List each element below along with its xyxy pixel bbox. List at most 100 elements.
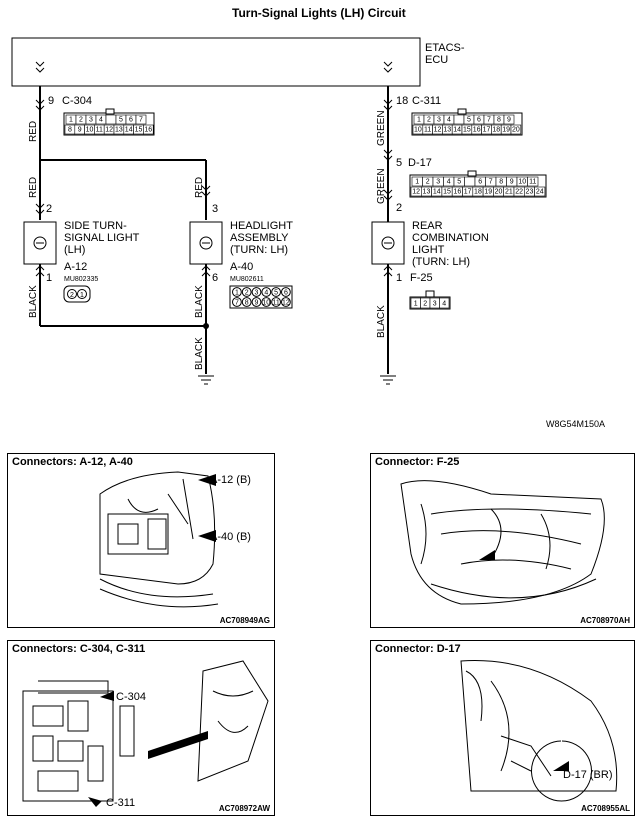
- c311-label: C-311: [412, 95, 441, 107]
- side-light-pin-top: 2: [46, 203, 52, 215]
- svg-text:1: 1: [80, 292, 84, 299]
- wire-color-black-3: BLACK: [194, 337, 205, 370]
- d17-pin-out: 2: [396, 202, 402, 214]
- panel-code: AC708949AG: [219, 616, 270, 625]
- d17-pin-number: 24: [536, 189, 544, 196]
- d17-pin-number: 9: [510, 179, 514, 186]
- c304-pin-number: 2: [79, 117, 83, 124]
- rear-light-name-1: REAR: [412, 220, 443, 232]
- c304-pin-number: 8: [68, 127, 72, 134]
- a40-pin-number: 6: [284, 290, 288, 297]
- wire-color-green-2: GREEN: [376, 168, 387, 204]
- a40-top-chevron: [201, 185, 211, 197]
- a40-bottom-chevron: [201, 265, 211, 277]
- ground-symbol-left: [198, 375, 214, 385]
- a40-pin-number: 8: [245, 300, 249, 307]
- headlight-pin-bottom: 6: [212, 272, 218, 284]
- d17-pin-number: 16: [453, 189, 461, 196]
- c304-pin-number: 14: [125, 127, 133, 134]
- d17-pin-number: 22: [515, 189, 523, 196]
- c304-pin-number: 7: [139, 117, 143, 124]
- a40-cavity: [281, 297, 291, 307]
- c311-cavity: [510, 124, 522, 135]
- f25-pin-number: 4: [442, 301, 446, 308]
- side-light-name-1: SIDE TURN-: [64, 220, 127, 232]
- c304-pin-number: 5: [119, 117, 123, 124]
- ecu-pin-mark-left: [35, 61, 45, 73]
- a40-cavity: [271, 297, 282, 307]
- panel-code: AC708955AL: [581, 804, 630, 813]
- c311-pin-number: 13: [443, 127, 451, 134]
- c311-chevron: [383, 99, 393, 111]
- wire-color-red-1: RED: [28, 121, 39, 142]
- c311-pin-number: 10: [414, 127, 422, 134]
- headlight-name-1: HEADLIGHT: [230, 220, 293, 232]
- callout-c311: C-311: [106, 797, 136, 809]
- a40-pin-number: 2: [245, 290, 249, 297]
- wire-color-red-2: RED: [28, 177, 39, 198]
- side-light-part: MU802335: [64, 276, 98, 283]
- c304-pin-number: 3: [89, 117, 93, 124]
- c304-pin-number: 16: [144, 127, 152, 134]
- ecu-pin-mark-right: [383, 61, 393, 73]
- c304-pin-number: 15: [135, 127, 143, 134]
- d17-pin-number: 14: [433, 189, 441, 196]
- d17-cavity: [534, 186, 546, 197]
- c311-pin-number: 19: [502, 127, 510, 134]
- rear-light-name-2: COMBINATION: [412, 232, 489, 244]
- diagram-title: Turn-Signal Lights (LH) Circuit: [232, 6, 406, 20]
- d17-cavity: [464, 176, 476, 187]
- side-light-name-2: SIGNAL LIGHT: [64, 232, 140, 244]
- rear-light-name-3: LIGHT: [412, 244, 445, 256]
- headlight-part: MU802611: [230, 276, 264, 283]
- trunk-illustration: [400, 480, 605, 605]
- c304-cavity: [135, 114, 147, 125]
- a40-pin-number: 1: [235, 290, 239, 297]
- c311-pin-number: 7: [487, 117, 491, 124]
- d17-pin-number: 6: [478, 179, 482, 186]
- d17-pin-number: 12: [412, 189, 420, 196]
- junction-block-illustration: [22, 660, 269, 807]
- headlight-connector: A-40: [230, 261, 253, 273]
- ground-symbol-right: [380, 375, 396, 385]
- a40-pin-number: 11: [272, 300, 279, 307]
- c311-cavity: [453, 114, 465, 125]
- c304-pin-number: 6: [129, 117, 133, 124]
- a40-cavity: [232, 287, 242, 297]
- c311-pin-number: 11: [424, 127, 431, 134]
- f25-pin-number: 1: [414, 301, 418, 308]
- a40-pin-number: 4: [264, 290, 268, 297]
- a40-cavity: [281, 287, 291, 297]
- a40-pin-number: 10: [262, 300, 270, 307]
- d17-pin-number: 1: [415, 179, 419, 186]
- c311-pin-number: 1: [417, 117, 421, 124]
- rear-light-pin-bottom: 1: [396, 272, 402, 284]
- callout-d17: D-17 (BR): [563, 769, 613, 781]
- a40-pin-number: 5: [274, 290, 278, 297]
- rear-light-connector: F-25: [410, 272, 433, 284]
- d17-pin-number: 5: [457, 179, 461, 186]
- c304-pin-number: 4: [99, 117, 103, 124]
- wire-color-red-3: RED: [194, 177, 205, 198]
- wire-color-green-1: GREEN: [376, 110, 387, 146]
- panel-code: AC708972AW: [218, 804, 270, 813]
- c311-pin-number: 14: [453, 127, 461, 134]
- c311-cavity: [503, 114, 515, 125]
- d17-pin-number: 11: [529, 179, 536, 186]
- headlight-name-2: ASSEMBLY: [230, 232, 289, 244]
- svg-text:2: 2: [70, 292, 74, 299]
- a12-connector-face: 2 1: [63, 285, 91, 303]
- ecu-box: [11, 37, 421, 87]
- d17-pin-number: 7: [489, 179, 493, 186]
- callout-a12: A-12 (B): [210, 474, 251, 486]
- c304-cavity: [143, 124, 154, 135]
- callout-a40: A-40 (B): [210, 531, 251, 543]
- c304-chevron: [35, 99, 45, 111]
- panel-title: Connector: D-17: [375, 643, 461, 655]
- c304-pin-number: 9: [78, 127, 82, 134]
- c304-pin-number: 13: [115, 127, 123, 134]
- f25-pin-number: 2: [423, 301, 427, 308]
- c311-pin-number: 9: [507, 117, 511, 124]
